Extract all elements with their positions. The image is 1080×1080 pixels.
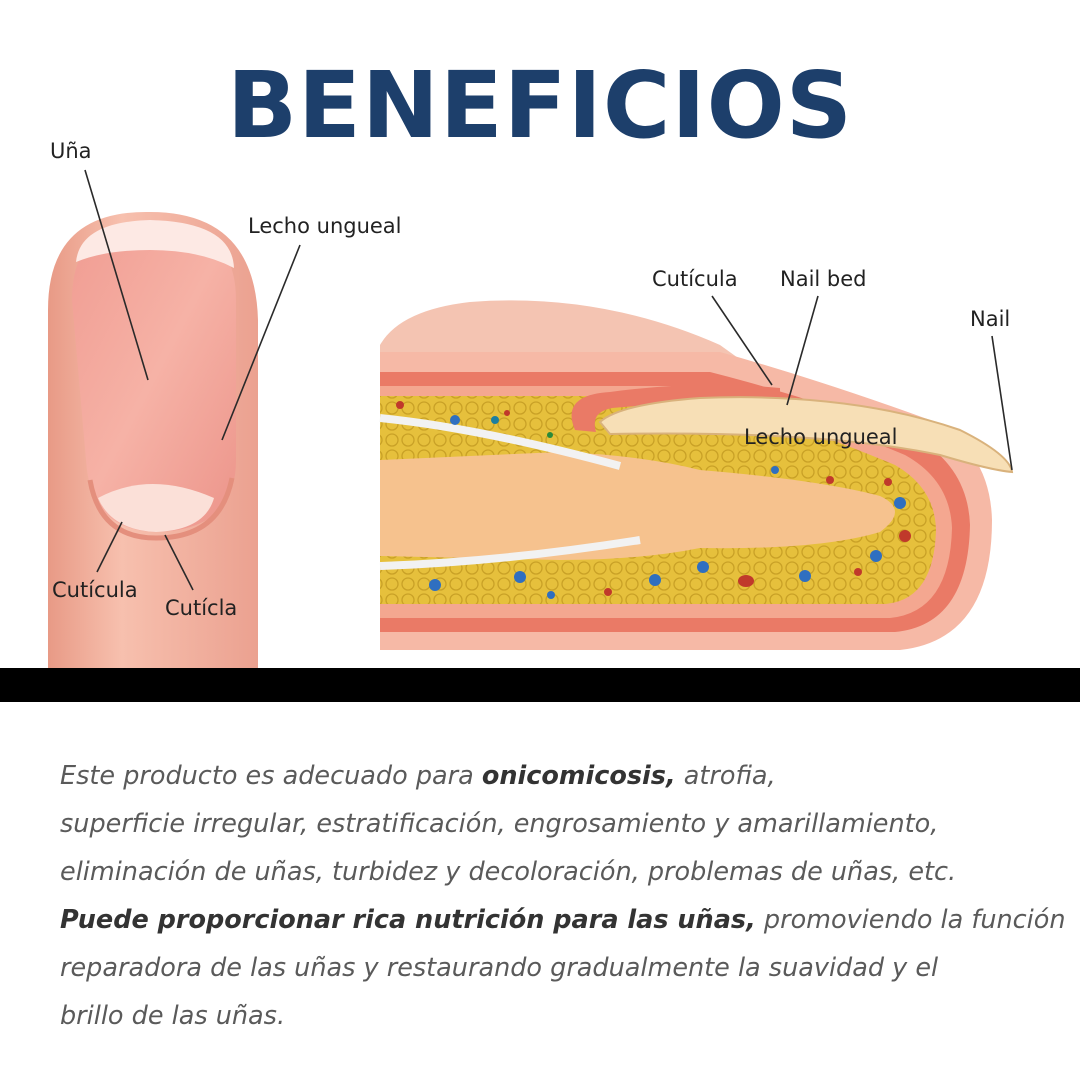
label-nail-bed-right: Nail bed <box>780 267 867 291</box>
page-title: BENEFICIOS <box>226 52 854 159</box>
label-cuticle-left-2: Cutícla <box>165 596 237 620</box>
description-line-2: superficie irregular, estratificación, e… <box>60 809 939 839</box>
label-nail-bed-left: Lecho ungueal <box>248 214 402 238</box>
finger-cross-section <box>379 300 1014 650</box>
leader-lines <box>84 169 1013 591</box>
description-line-1: Este producto es adecuado para onicomico… <box>60 761 776 791</box>
label-nail-right: Nail <box>970 307 1010 331</box>
nail-plate-section <box>598 396 1014 474</box>
tendon-top <box>379 414 622 470</box>
label-cuticle-right: Cutícula <box>652 267 738 291</box>
nail-anatomy-diagram: Uña Lecho ungueal Cutícula Cutícla Cutíc… <box>48 139 1014 670</box>
description-line-3: eliminación de uñas, turbidez y decolora… <box>60 857 957 887</box>
description-line-6: brillo de las uñas. <box>60 1001 286 1031</box>
nail-plate <box>72 220 236 532</box>
description-line-4: Puede proporcionar rica nutrición para l… <box>60 905 1066 935</box>
label-cuticle-left-1: Cutícula <box>52 578 138 602</box>
nail-lunula <box>98 484 214 532</box>
bone <box>380 452 895 560</box>
description-line-5: reparadora de las uñas y restaurando gra… <box>60 953 939 983</box>
nail-free-edge <box>76 220 234 268</box>
description-text: Este producto es adecuado para onicomico… <box>60 752 1066 1040</box>
tendon-bottom <box>379 536 641 570</box>
label-nail-bed-es-right: Lecho ungueal <box>744 425 898 449</box>
finger-front-view <box>48 211 258 670</box>
cuticle-edge <box>87 477 235 541</box>
black-divider-bar <box>0 668 1080 702</box>
label-nail-left: Uña <box>50 139 92 163</box>
